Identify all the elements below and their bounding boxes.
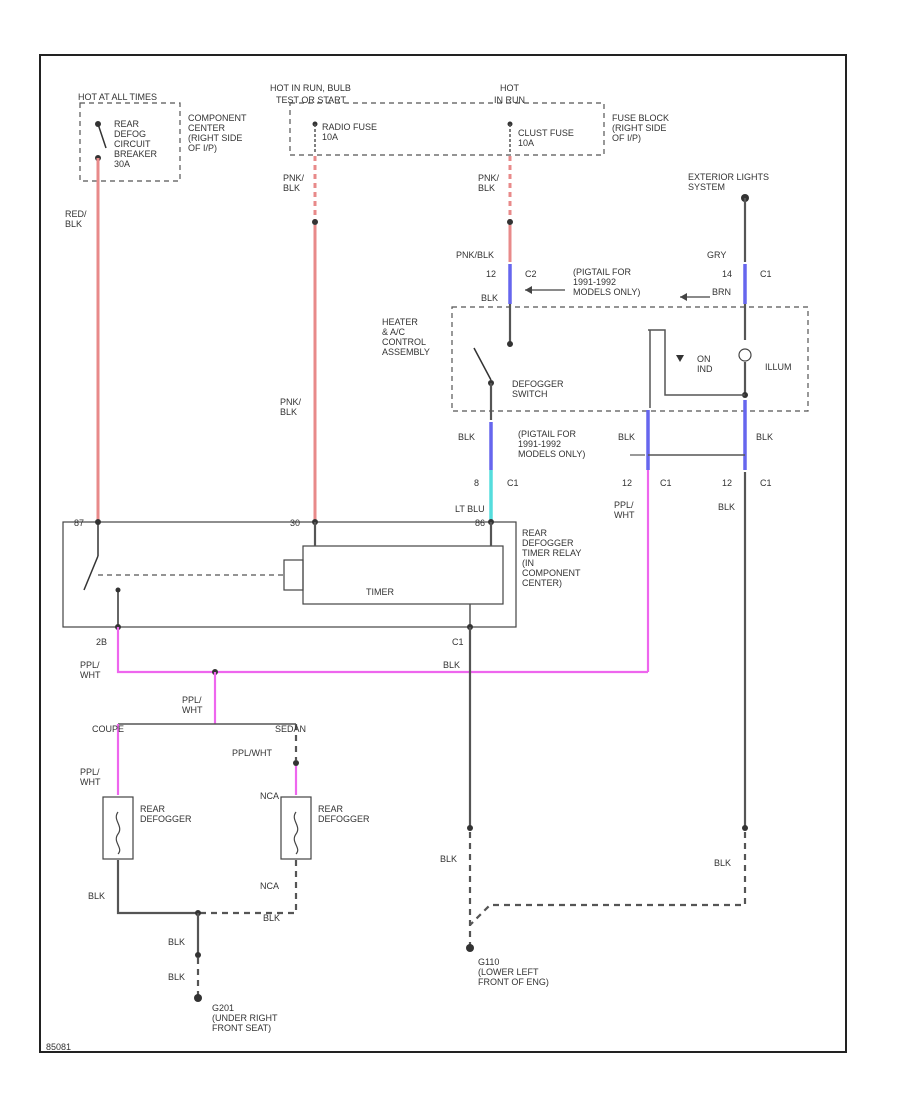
- label-hot-all-times: HOT AT ALL TIMES: [78, 92, 157, 102]
- label-c1-a: C1: [507, 478, 519, 488]
- label-timer: TIMER: [366, 587, 394, 597]
- label-pin-86: 86: [475, 518, 485, 528]
- label-blk-9: BLK: [168, 937, 185, 947]
- label-lt-blu: LT BLU: [455, 504, 485, 514]
- defogger-switch-contact: [473, 347, 494, 386]
- fuse-block-box: [289, 102, 605, 156]
- label-pnk-blk-4: PNK/BLK: [280, 397, 302, 417]
- label-ppl-wht-2: PPL/WHT: [80, 660, 101, 680]
- label-hot: HOT: [500, 83, 520, 93]
- label-brn: BRN: [712, 287, 731, 297]
- label-blk-10: BLK: [168, 972, 185, 982]
- label-blk-6: BLK: [443, 660, 460, 670]
- label-sedan: SEDAN: [275, 724, 306, 734]
- label-test-or-start: TEST OR START: [276, 95, 347, 105]
- timer-box: [302, 545, 504, 605]
- label-blk-11: BLK: [440, 854, 457, 864]
- label-c1-pin-top: 14: [722, 269, 732, 279]
- rear-defogger-grid-1: [102, 796, 134, 860]
- label-pnk-blk-3: PNK/BLK: [456, 250, 494, 260]
- diagram-frame: [39, 54, 847, 1053]
- rear-defogger-grid-2: [280, 796, 312, 860]
- label-pnk-blk-1: PNK/BLK: [283, 173, 305, 193]
- label-pin-30: 30: [290, 518, 300, 528]
- timer-tab: [283, 559, 304, 591]
- label-blk-3: BLK: [618, 432, 635, 442]
- label-nca-1: NCA: [260, 791, 279, 801]
- label-pin-12a: 12: [622, 478, 632, 488]
- label-ppl-wht-1: PPL/WHT: [614, 500, 635, 520]
- on-ind-led: [676, 355, 684, 362]
- label-illum: ILLUM: [765, 362, 792, 372]
- timer-relay-box: [62, 521, 517, 628]
- label-c1-top: C1: [760, 269, 772, 279]
- label-blk-4: BLK: [756, 432, 773, 442]
- label-ppl-wht-5: PPL/WHT: [80, 767, 101, 787]
- label-figure-id: 85081: [46, 1042, 71, 1052]
- label-blk-12: BLK: [714, 858, 731, 868]
- relay-contact: [83, 522, 284, 626]
- component-center-box: [79, 102, 181, 182]
- defogger-switch-box: [451, 306, 809, 412]
- label-hot-run-bulb: HOT IN RUN, BULB: [270, 83, 351, 93]
- wire-ppl-wht-bus: [116, 627, 648, 674]
- label-blk-8: BLK: [263, 913, 280, 923]
- circuit-breaker-symbol: [95, 121, 107, 161]
- label-ppl-wht-3: PPL/WHT: [182, 695, 203, 715]
- label-c1-c: C1: [760, 478, 772, 488]
- label-pin-c1: C1: [452, 637, 464, 647]
- label-c1-b: C1: [660, 478, 672, 488]
- label-blk-7: BLK: [88, 891, 105, 901]
- label-nca-2: NCA: [260, 881, 279, 891]
- radio-fuse-symbol: [312, 121, 318, 154]
- illum-lamp: [738, 348, 752, 362]
- wire-blk-grid-1: [116, 860, 198, 915]
- label-blk-1: BLK: [481, 293, 498, 303]
- label-c2: C2: [525, 269, 537, 279]
- on-indicator-loop: [648, 329, 745, 396]
- label-pin-12b: 12: [722, 478, 732, 488]
- label-ppl-wht-4: PPL/WHT: [232, 748, 273, 758]
- label-gry: GRY: [707, 250, 726, 260]
- label-pin-87: 87: [74, 518, 84, 528]
- cluster-fuse-symbol: [507, 121, 513, 154]
- label-pin-8: 8: [474, 478, 479, 488]
- label-blk-5: BLK: [718, 502, 735, 512]
- label-pnk-blk-2: PNK/BLK: [478, 173, 500, 193]
- wire-blk-right-dashed: [469, 832, 747, 926]
- label-red-blk: RED/BLK: [65, 209, 87, 229]
- wire-blk-grid-2: [198, 860, 298, 915]
- label-in-run: IN RUN: [494, 95, 525, 105]
- label-blk-2: BLK: [458, 432, 475, 442]
- label-c2-pin: 12: [486, 269, 496, 279]
- label-coupe: COUPE: [92, 724, 124, 734]
- label-pin-2b: 2B: [96, 637, 107, 647]
